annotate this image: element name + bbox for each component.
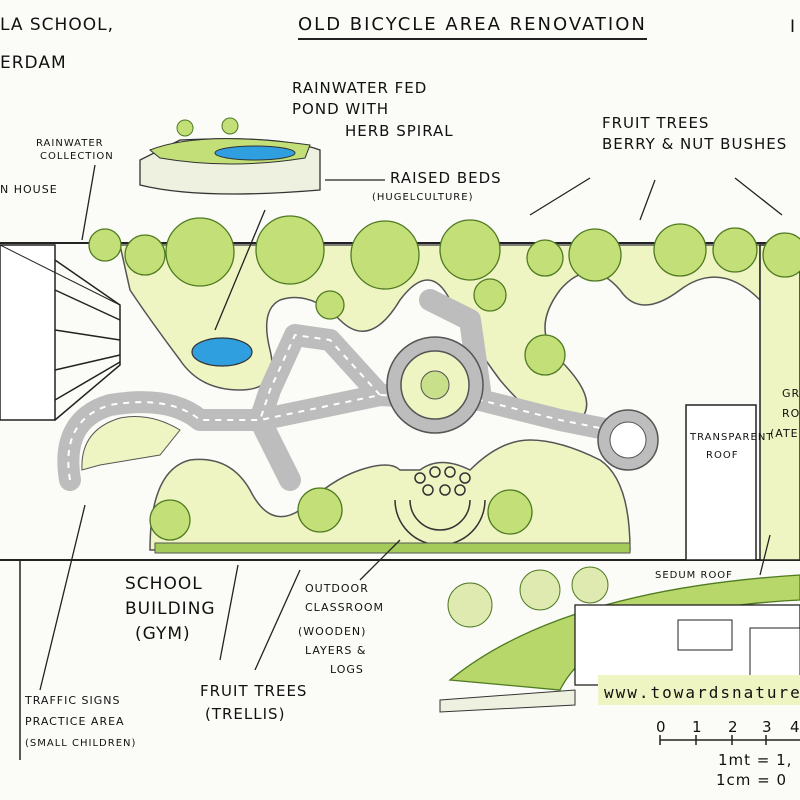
outdoor-classroom-line5: Logs xyxy=(330,663,364,676)
rainwater-label-line1: Rainwater xyxy=(36,138,104,149)
outdoor-classroom-line2: Classroom xyxy=(305,601,385,614)
outdoor-classroom-line1: Outdoor xyxy=(305,582,369,595)
school-building-line3: (Gym) xyxy=(135,624,191,644)
scale-line1: 1mt = 1, xyxy=(718,751,793,769)
raised-beds-sublabel: (Hugelculture) xyxy=(372,192,474,203)
transparent-roof-building xyxy=(685,404,757,561)
fruit-trees-bottom-line1: Fruit Trees xyxy=(200,682,308,700)
house-label: n House xyxy=(0,183,58,196)
label-arrows xyxy=(39,164,783,691)
pond-herb-spiral-illustration xyxy=(139,117,321,195)
sedum-roof-label: Sedum Roof xyxy=(655,570,733,581)
fruit-trees-top-line2: Berry & Nut Bushes xyxy=(602,135,788,153)
school-name-line2: erdam xyxy=(0,53,67,73)
pond-label-line1: Rainwater Fed xyxy=(292,79,428,97)
house-shape xyxy=(0,244,121,421)
scale-line2: 1cm = 0 xyxy=(716,771,788,789)
corner-mark: I xyxy=(790,17,797,37)
pond-label-line3: Herb Spiral xyxy=(345,122,454,140)
green-room-line3: (ate xyxy=(770,427,799,440)
transparent-roof-line1: Transparent xyxy=(690,432,774,443)
outdoor-classroom-line4: Layers & xyxy=(305,644,367,657)
rainwater-label-line2: Collection xyxy=(40,151,114,162)
green-room-line2: Ro xyxy=(782,407,800,420)
scale-tick-4: 4 xyxy=(790,718,800,736)
sedum-roof-illustration xyxy=(439,566,800,713)
fruit-trees-top-line1: Fruit Trees xyxy=(602,114,710,132)
raised-beds-label: Raised Beds xyxy=(390,169,502,187)
pond xyxy=(191,337,253,367)
fruit-trees-bottom-line2: (Trellis) xyxy=(205,705,286,723)
website-text: www.towardsnature. xyxy=(604,683,800,702)
traffic-signs-line2: Practice Area xyxy=(25,715,125,728)
school-name-line1: la School, xyxy=(0,15,114,35)
scale-tick-2: 2 xyxy=(728,718,738,736)
outdoor-classroom-line3: (Wooden) xyxy=(298,625,367,638)
page-title: Old Bicycle Area Renovation xyxy=(298,14,647,40)
scale-tick-1: 1 xyxy=(692,718,702,736)
traffic-signs-line1: Traffic Signs xyxy=(25,694,121,707)
traffic-signs-line3: (Small Children) xyxy=(25,738,137,749)
school-building-line1: School xyxy=(125,574,203,594)
scale-tick-3: 3 xyxy=(762,718,772,736)
tree-canopies xyxy=(88,215,800,541)
pond-label-line2: Pond with xyxy=(292,100,390,118)
scale-bar xyxy=(659,735,800,745)
transparent-roof-line2: Roof xyxy=(706,450,739,461)
school-building-line2: Building xyxy=(125,599,216,619)
scale-tick-0: 0 xyxy=(656,718,666,736)
green-room-line1: Gr xyxy=(782,387,800,400)
